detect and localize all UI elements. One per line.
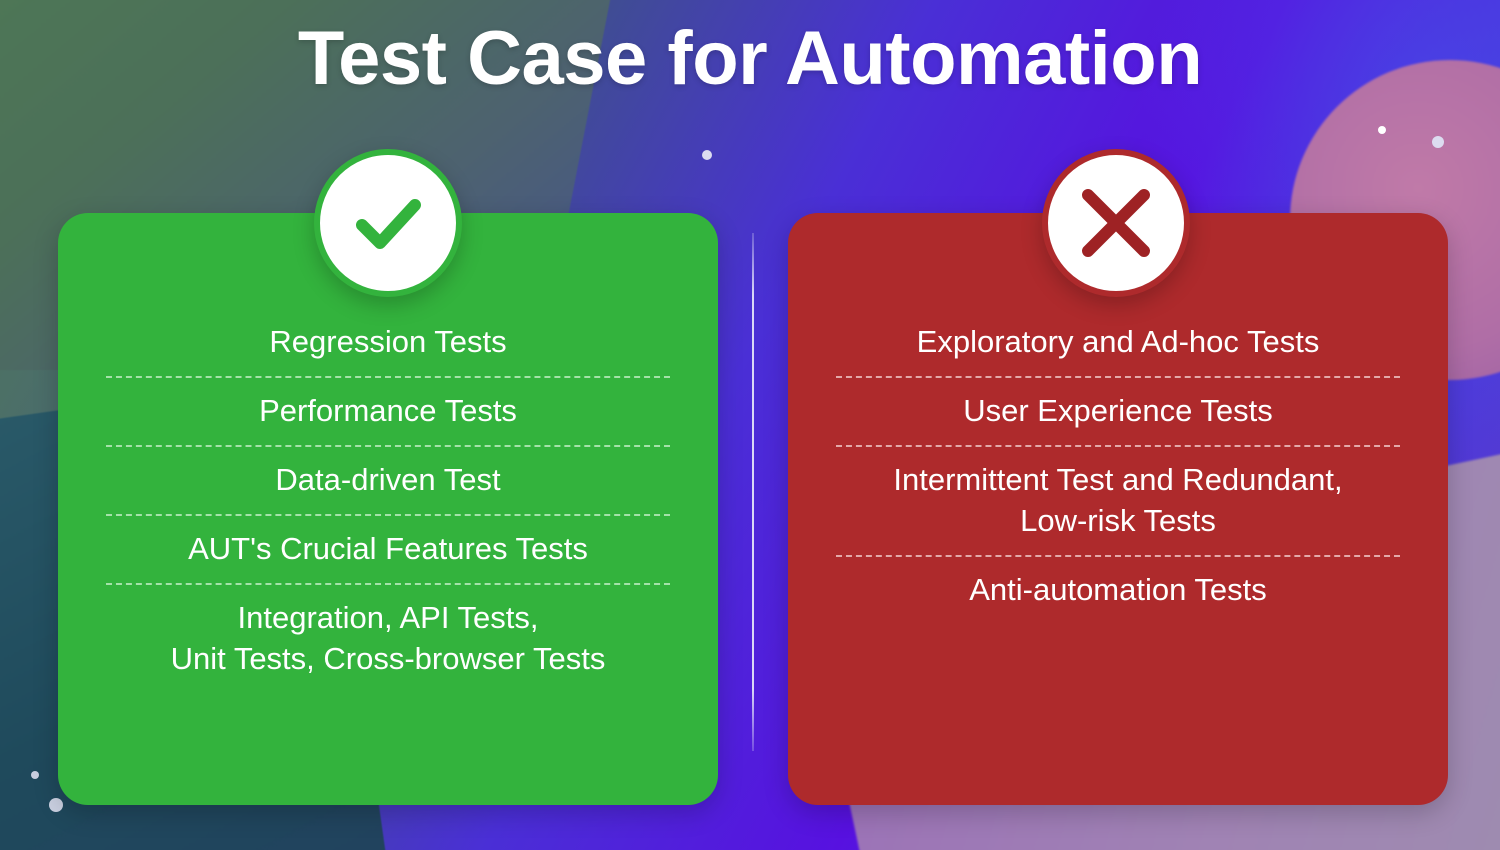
cross-badge [1042,149,1190,297]
suitable-test-list: Regression Tests Performance Tests Data-… [92,309,684,692]
vertical-divider [752,233,754,751]
not-suitable-test-list: Exploratory and Ad-hoc Tests User Experi… [822,309,1414,624]
decor-dot [49,798,63,812]
list-separator [836,444,1400,447]
list-item: User Experience Tests [963,392,1273,428]
list-item: Data-driven Test [275,461,501,497]
check-icon [342,177,434,269]
list-separator [106,582,670,585]
cross-icon [1072,179,1160,267]
list-item: Intermittent Test and Redundant, Low-ris… [893,461,1343,538]
list-separator [106,513,670,516]
list-separator [106,444,670,447]
card-suitable-for-automation: Regression Tests Performance Tests Data-… [58,213,718,805]
decor-dot [31,771,39,779]
decor-dot [1378,126,1386,134]
list-item: AUT's Crucial Features Tests [188,530,588,566]
list-item: Performance Tests [259,392,517,428]
list-item: Exploratory and Ad-hoc Tests [916,324,1320,359]
list-separator [836,375,1400,378]
decor-dot [702,150,712,160]
decor-dot [1432,136,1444,148]
list-item: Regression Tests [269,324,507,359]
list-item: Integration, API Tests, Unit Tests, Cros… [170,599,606,676]
list-separator [106,375,670,378]
card-not-suitable-for-automation: Exploratory and Ad-hoc Tests User Experi… [788,213,1448,805]
list-item: Anti-automation Tests [969,571,1267,607]
list-separator [836,554,1400,557]
page-title: Test Case for Automation [297,16,1203,101]
check-badge [314,149,462,297]
